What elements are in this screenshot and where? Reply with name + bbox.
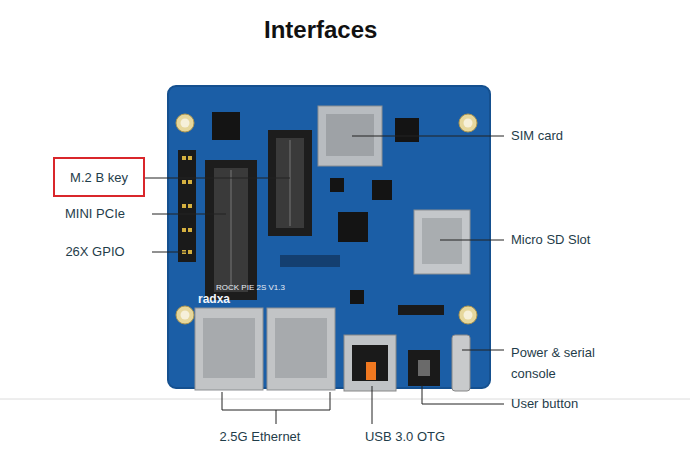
part-label: 2.5G Ethernet [200,429,320,445]
divider-line [0,399,690,400]
ethernet-ports [195,308,335,390]
mini-pcie-slot [205,160,257,300]
part-label: USB 3.0 OTG [345,429,465,445]
power-connector [398,305,470,391]
board-silkscreen: ROCK PIE 2S V1.3 [216,282,326,293]
page-title: Interfaces [264,16,377,44]
part-label: 26X GPIO [45,244,145,260]
part-label: Power & serial console [511,342,621,384]
mounting-holes [176,114,477,324]
part-label: MINI PCIe [45,206,145,222]
callout-box: M.2 B key [53,157,145,197]
part-label: User button [511,396,681,412]
gpio-header [178,150,196,262]
user-button [408,350,440,386]
m2-slot [268,130,312,236]
micro-sd-slot [414,210,470,274]
chips [212,112,419,304]
part-label: SIM card [511,128,681,144]
leader-lines [145,136,504,424]
part-label: Micro SD Slot [511,232,681,248]
usb-port [344,335,396,391]
callout-label: M.2 B key [70,170,128,185]
board-silkscreen: radxa [198,292,258,307]
